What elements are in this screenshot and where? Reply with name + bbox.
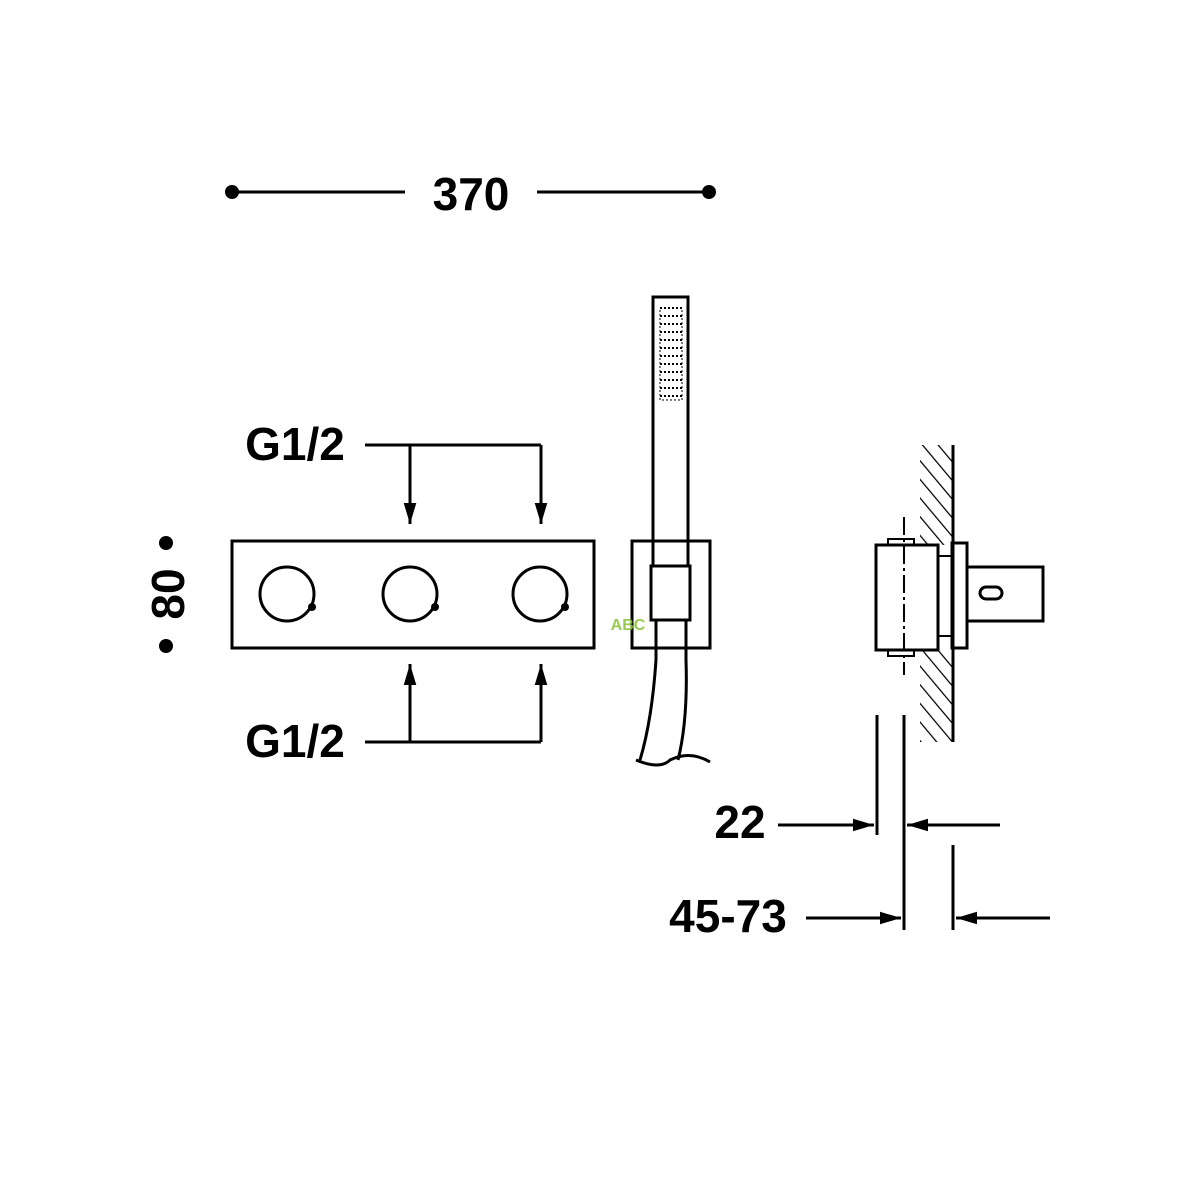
height-label: 80 — [142, 568, 194, 619]
inlet-bottom-annotation: G1/2 — [245, 664, 548, 767]
knob-3 — [511, 565, 569, 623]
inlet-top-label: G1/2 — [245, 418, 345, 470]
height-dimension: 80 — [142, 536, 194, 653]
width-dimension: 370 — [225, 168, 716, 220]
knob-2 — [381, 565, 439, 623]
knob-1 — [258, 565, 316, 623]
depth-plate-label: 22 — [714, 796, 765, 848]
watermark-logo: ABC — [611, 617, 646, 634]
hand-shower — [630, 295, 712, 767]
control-plate — [230, 539, 596, 650]
depth-range-label: 45-73 — [669, 890, 787, 942]
inlet-top-annotation: G1/2 — [245, 418, 548, 524]
inlet-bottom-label: G1/2 — [245, 715, 345, 767]
width-label: 370 — [433, 168, 510, 220]
side-view — [874, 445, 1045, 742]
depth-dimensions: 22 45-73 — [669, 715, 1050, 942]
